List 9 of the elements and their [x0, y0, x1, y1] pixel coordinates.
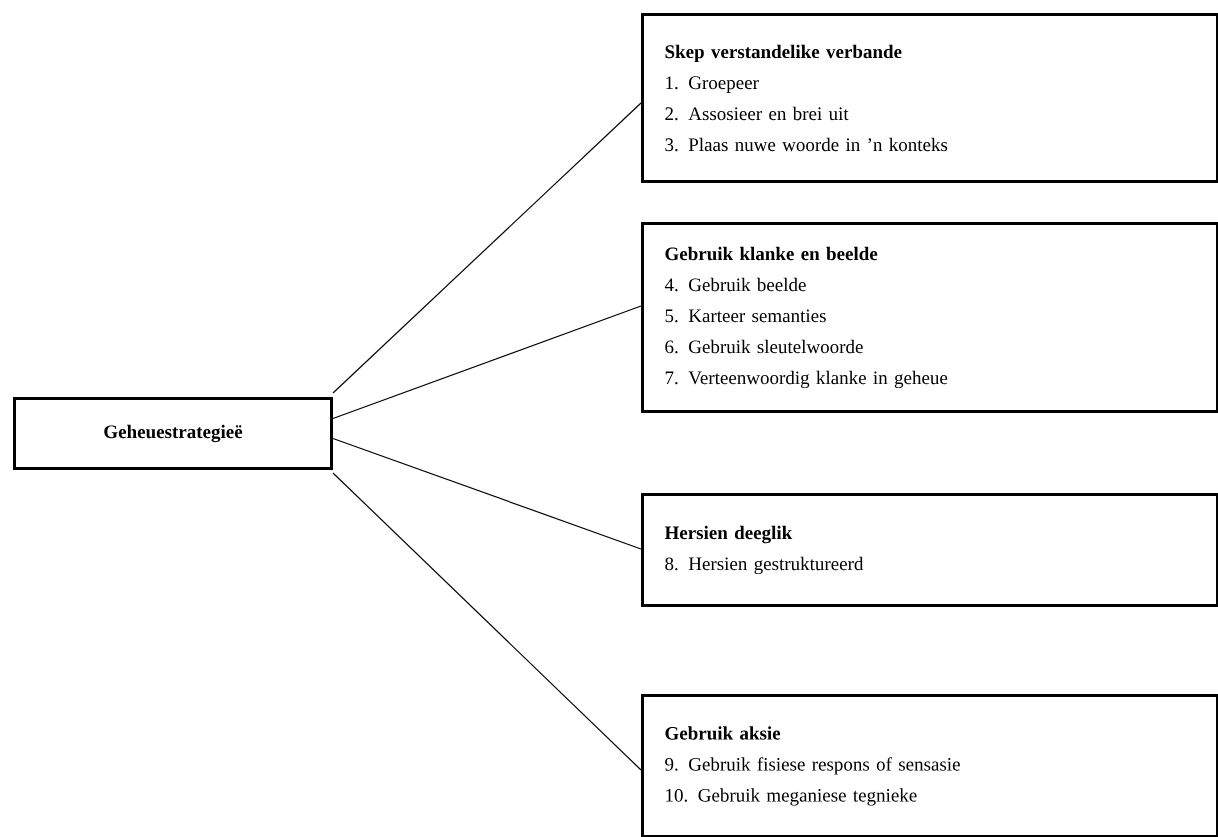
strategy-box: Gebruik klanke en beelde 4. Gebruik beelde 5. Karteer semanties 6. Gebruik sleutelwoorde 7. Verteenwoordig klanke in geheue [641, 222, 1218, 413]
strategy-box: Hersien deeglik 8. Hersien gestruktureerd [641, 493, 1218, 607]
strategy-box: Gebruik aksie 9. Gebruik fisiese respons of sensasie 10. Gebruik meganiese tegnieke [641, 694, 1218, 837]
strategy-box: Skep verstandelike verbande 1. Groepeer 2. Assosieer en brei uit 3. Plaas nuwe woorde in ’n konteks [641, 13, 1218, 183]
connector-line [332, 102, 642, 394]
connector-line [332, 472, 642, 771]
topic-box: Geheuestrategieë [13, 397, 333, 470]
connector-line [332, 437, 642, 550]
connector-line [332, 305, 642, 420]
